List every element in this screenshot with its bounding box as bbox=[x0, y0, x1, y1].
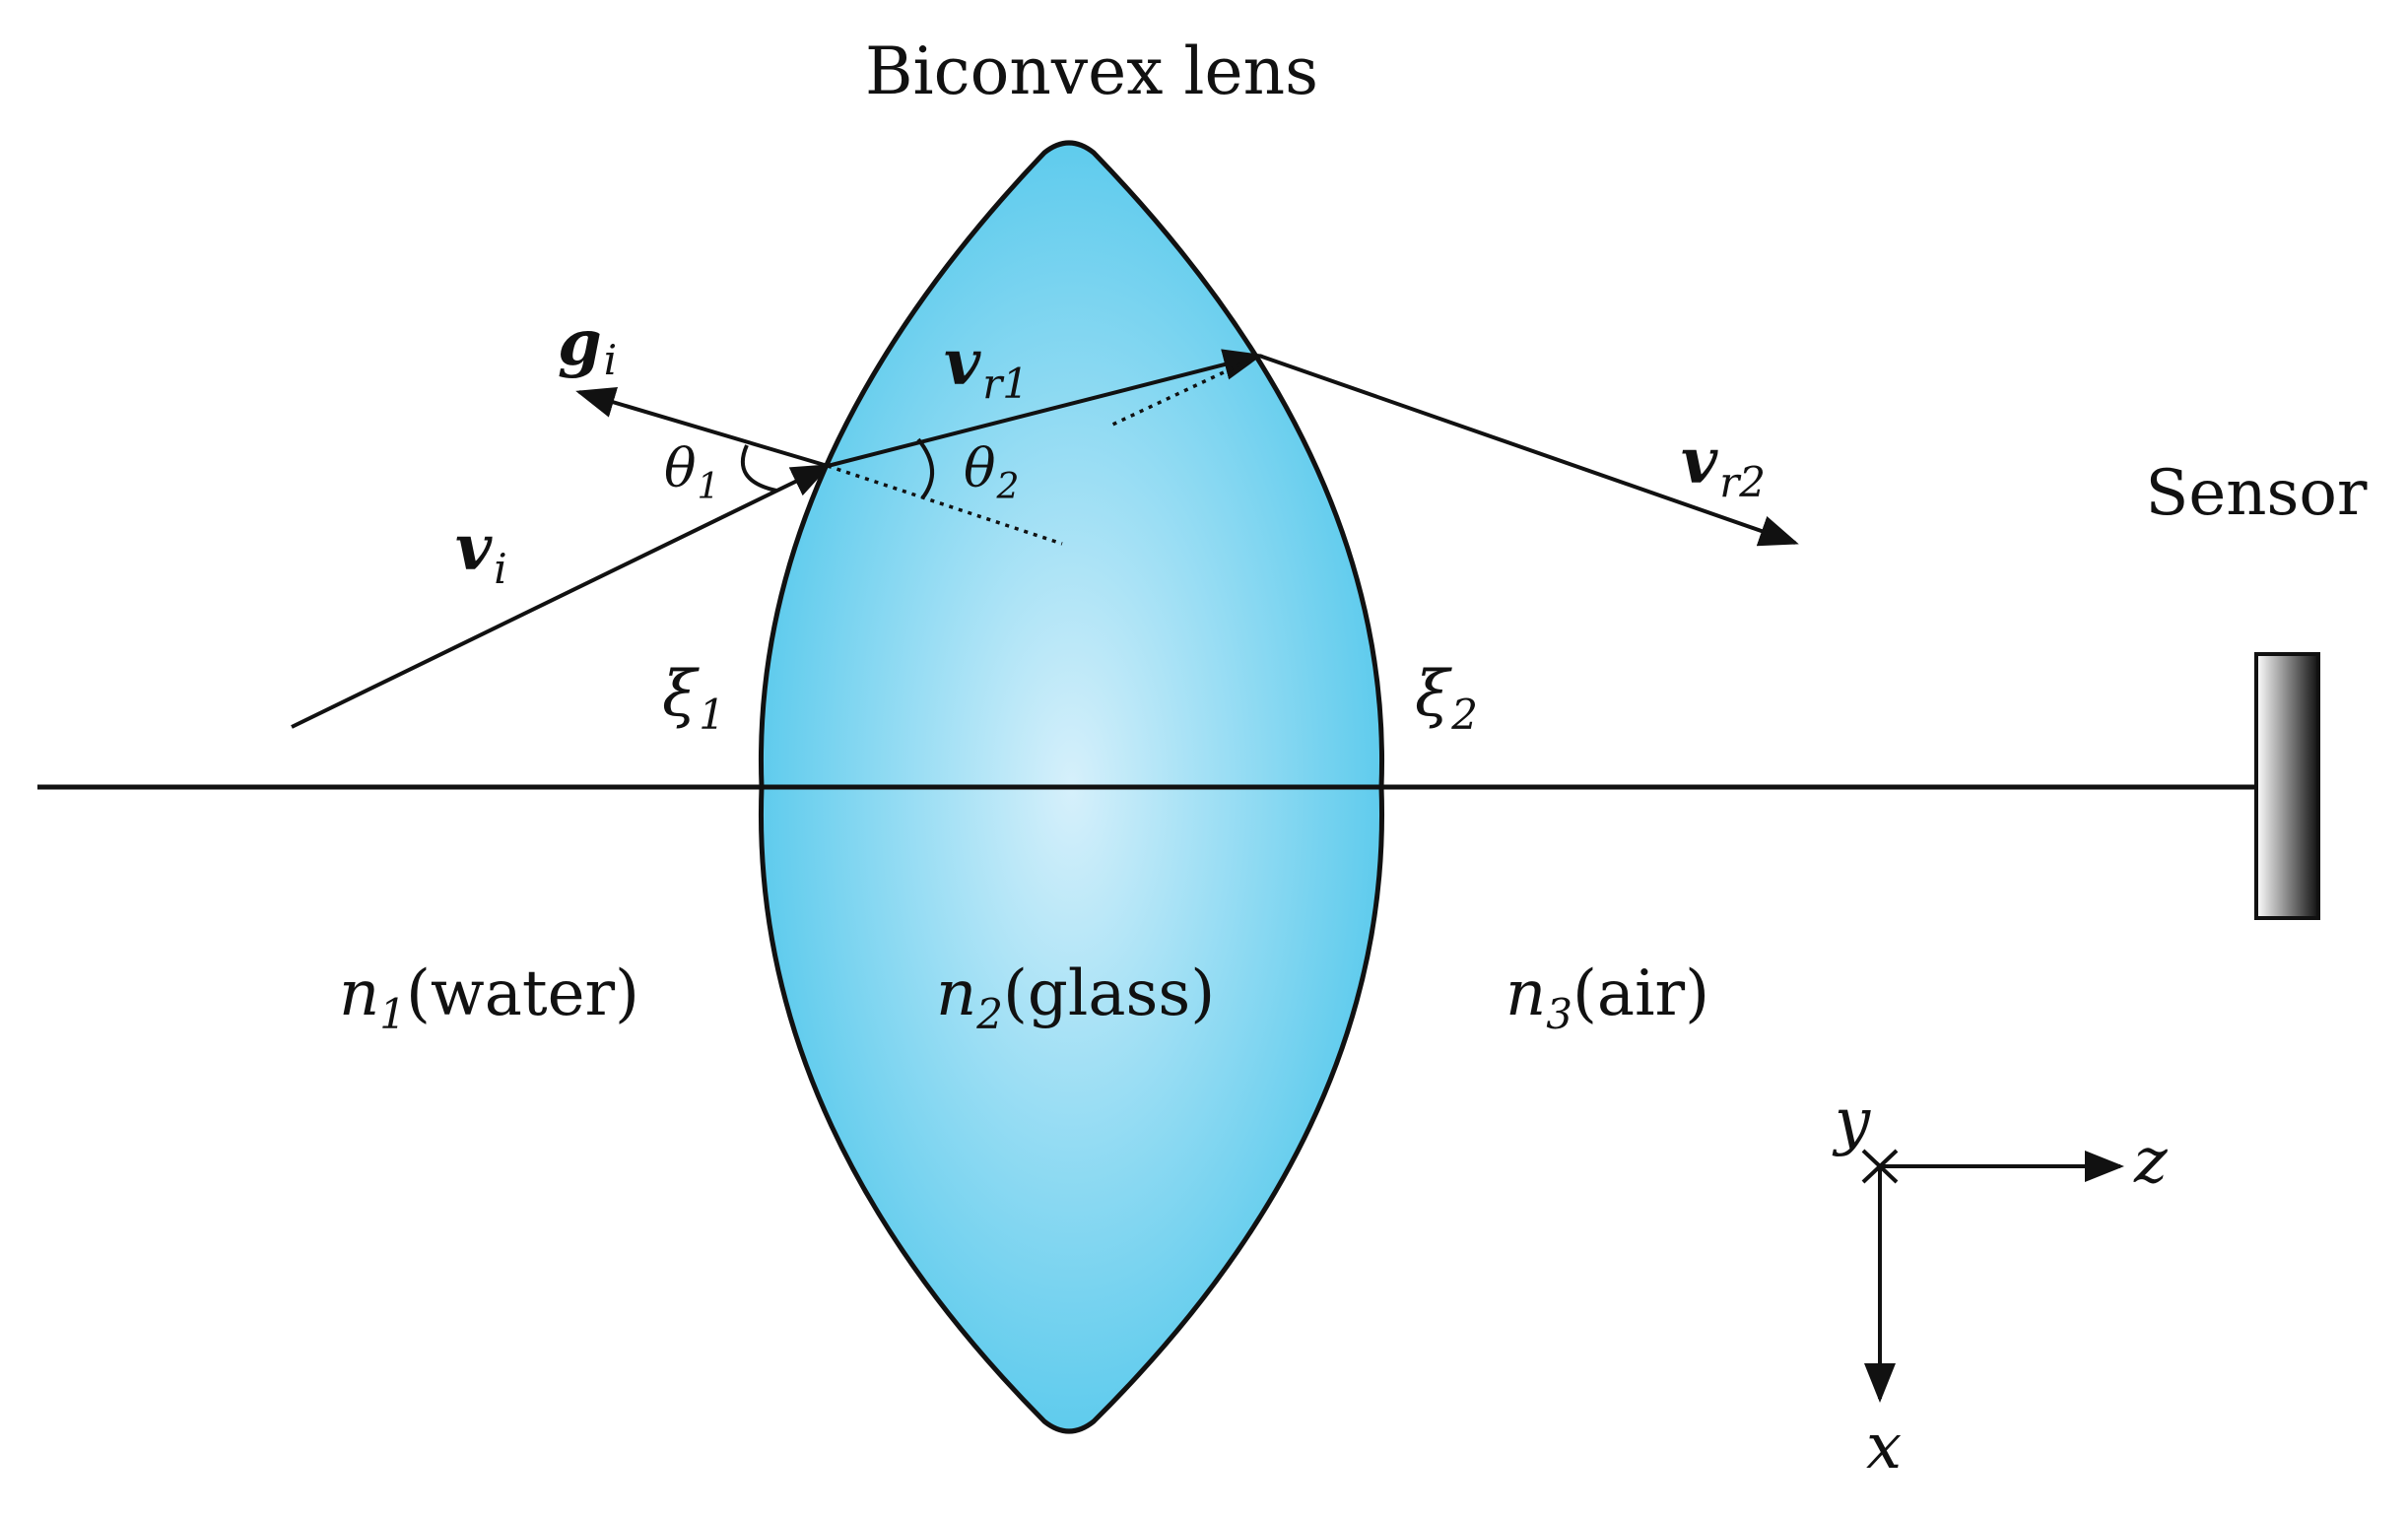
diagram-title: Biconvex lens bbox=[865, 33, 1318, 109]
angle-arc-theta2 bbox=[916, 437, 935, 500]
label-gi: gi bbox=[558, 306, 617, 384]
normal-extension-1 bbox=[827, 464, 1063, 546]
sensor-label: Sensor bbox=[2146, 457, 2368, 530]
label-xi2: ξ2 bbox=[1415, 658, 1478, 739]
label-vr1: vr1 bbox=[944, 326, 1029, 408]
label-xi1: ξ1 bbox=[662, 658, 725, 739]
label-theta1: θ1 bbox=[664, 437, 719, 507]
label-medium-water: n1(water) bbox=[339, 957, 639, 1038]
angle-arc-theta1 bbox=[740, 444, 777, 493]
axis-label-y: y bbox=[1832, 1086, 1871, 1158]
label-vr2: vr2 bbox=[1681, 425, 1766, 506]
label-medium-glass: n2(glass) bbox=[936, 957, 1215, 1038]
refracted-ray-vr2 bbox=[1258, 354, 1799, 547]
normal-vector-gi bbox=[575, 386, 829, 468]
y-axis-cross-icon bbox=[1861, 1149, 1899, 1184]
normal-extension-2 bbox=[1107, 354, 1260, 428]
label-medium-air: n3(air) bbox=[1505, 957, 1709, 1038]
axis-label-z: z bbox=[2133, 1125, 2169, 1198]
axis-label-x: x bbox=[1866, 1411, 1902, 1483]
refracted-ray-vr1 bbox=[827, 349, 1263, 468]
incident-ray-vi bbox=[291, 464, 832, 729]
label-vi: vi bbox=[455, 511, 507, 593]
sensor bbox=[2254, 652, 2320, 920]
label-theta2: θ2 bbox=[964, 437, 1019, 507]
